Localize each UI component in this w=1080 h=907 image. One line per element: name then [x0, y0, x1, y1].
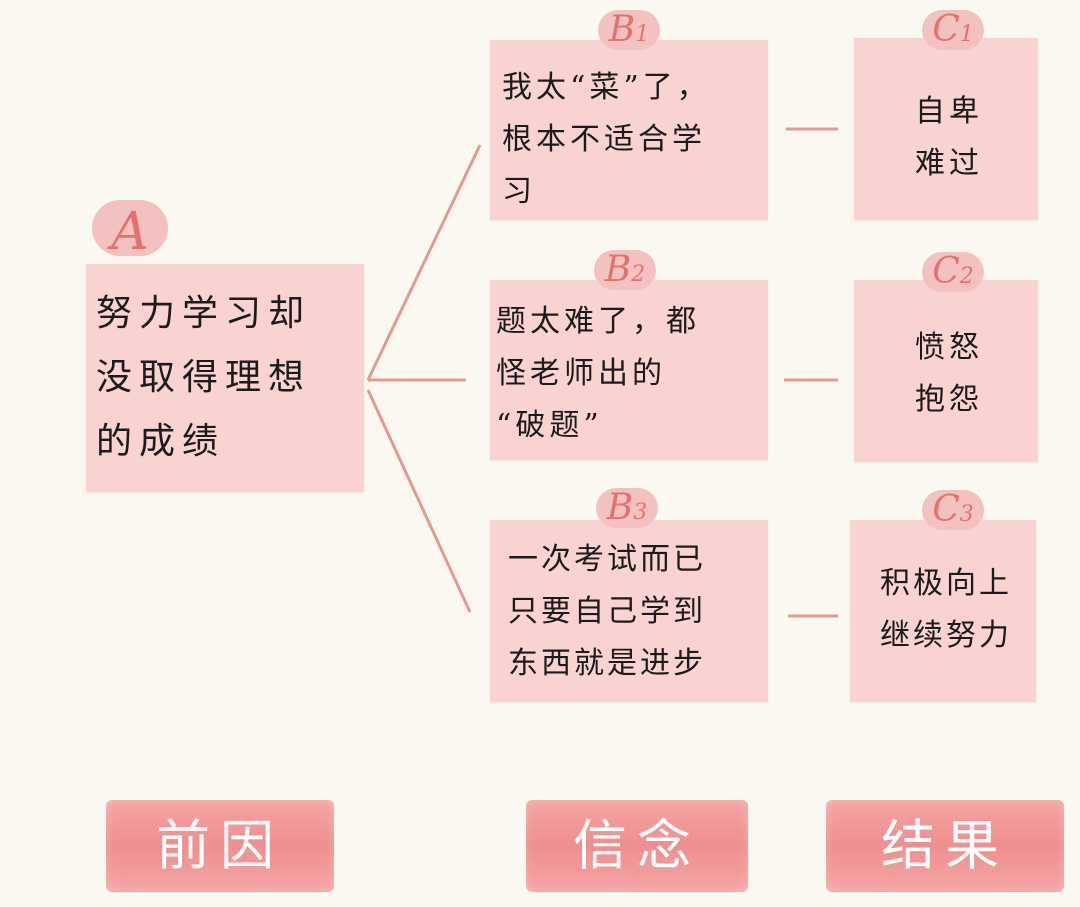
- consequence-note-2: [854, 280, 1038, 462]
- badge-c1-sub: 1: [959, 22, 974, 47]
- badge-b2-sub: 2: [631, 262, 646, 287]
- consequence-note-1: [854, 38, 1038, 220]
- badge-a: A: [92, 200, 168, 262]
- badge-b1: B1: [598, 10, 660, 50]
- belief-note-2: [490, 280, 768, 460]
- badge-c3: C3: [922, 490, 984, 530]
- consequence-text-2: 愤怒 抱怨: [915, 330, 983, 417]
- badge-b3-letter: B: [606, 487, 634, 528]
- label-belief: 信念: [526, 800, 748, 892]
- badge-c1-letter: C: [932, 9, 960, 50]
- badge-c1: C1: [922, 10, 984, 50]
- belief-text-2: 题太难了，都 怪老师出的 “破题”: [496, 304, 700, 443]
- connector-a-b3: [366, 389, 472, 613]
- badge-c2-sub: 2: [959, 264, 974, 289]
- badge-b1-sub: 1: [635, 22, 650, 47]
- badge-b2-letter: B: [604, 249, 632, 290]
- badge-c3-letter: C: [932, 489, 960, 530]
- consequence-note-3: [850, 520, 1036, 702]
- badge-b3: B3: [596, 488, 658, 528]
- activating-event-note: [86, 264, 364, 492]
- badge-c2: C2: [922, 252, 984, 292]
- consequence-text-3: 积极向上 继续努力: [880, 566, 1012, 653]
- badge-c3-sub: 3: [959, 502, 974, 527]
- belief-note-1: [490, 40, 768, 220]
- label-antecedent: 前因: [106, 800, 334, 892]
- connector-a-b1: [366, 144, 482, 381]
- belief-note-3: [490, 520, 768, 702]
- consequence-text-1: 自卑 难过: [915, 94, 983, 181]
- badge-b3-sub: 3: [633, 500, 648, 525]
- belief-text-3: 一次考试而已 只要自己学到 东西就是进步: [508, 542, 706, 681]
- belief-text-1: 我太“菜”了， 根本不适合学 习: [502, 70, 711, 209]
- label-result: 结果: [826, 800, 1064, 892]
- badge-c2-letter: C: [932, 251, 960, 292]
- badge-b1-letter: B: [608, 9, 636, 50]
- activating-event-text: 努力学习却 没取得理想 的成绩: [96, 293, 312, 462]
- badge-b2: B2: [594, 250, 656, 290]
